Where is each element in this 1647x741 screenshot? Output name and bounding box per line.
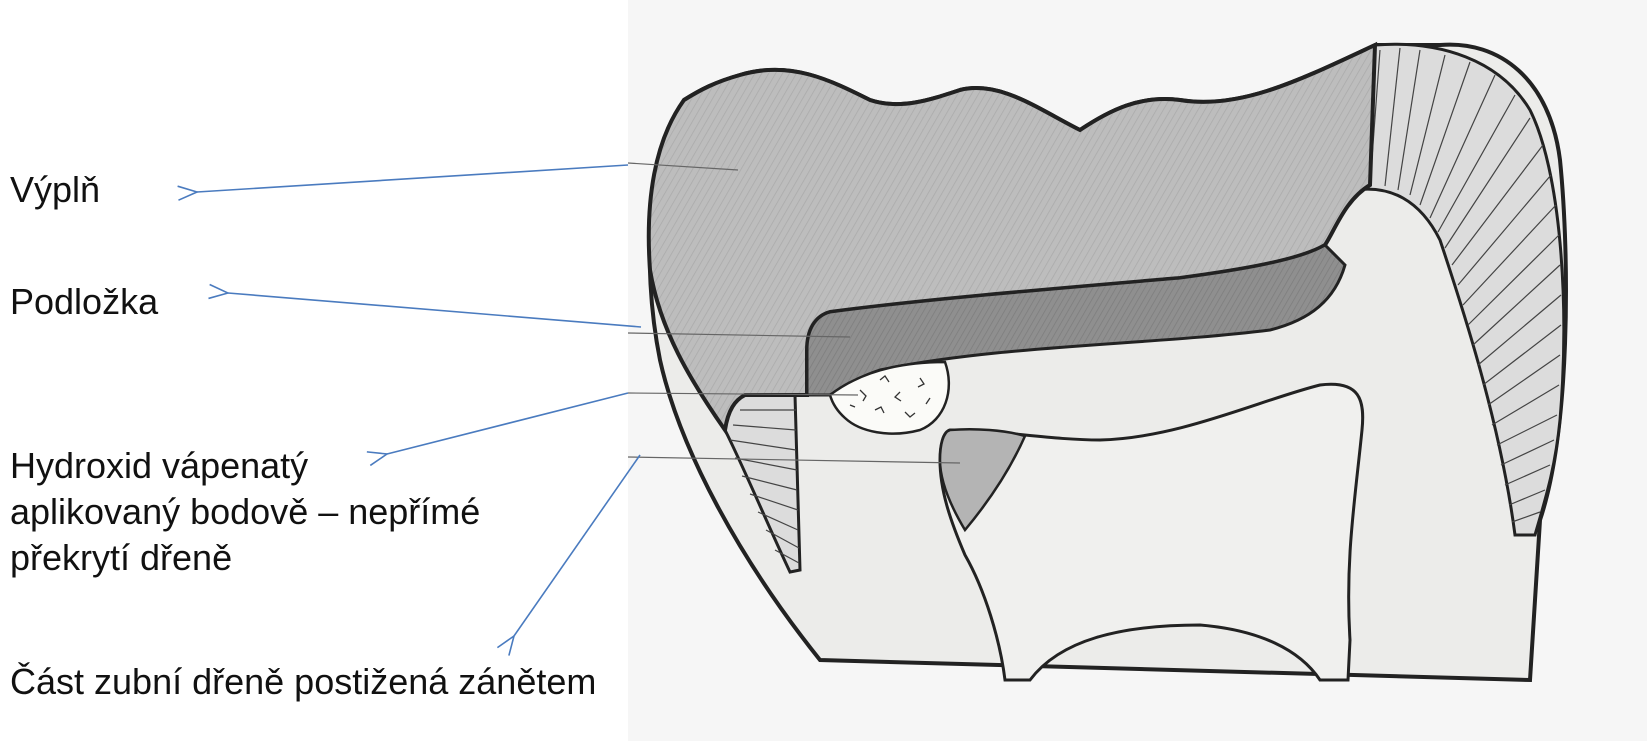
label-arrows (197, 165, 641, 636)
arrow-inflamed-pulp (514, 455, 640, 636)
arrow-calcium-hydroxide (387, 393, 628, 454)
arrow-filling (197, 165, 628, 192)
arrow-base (228, 293, 641, 327)
